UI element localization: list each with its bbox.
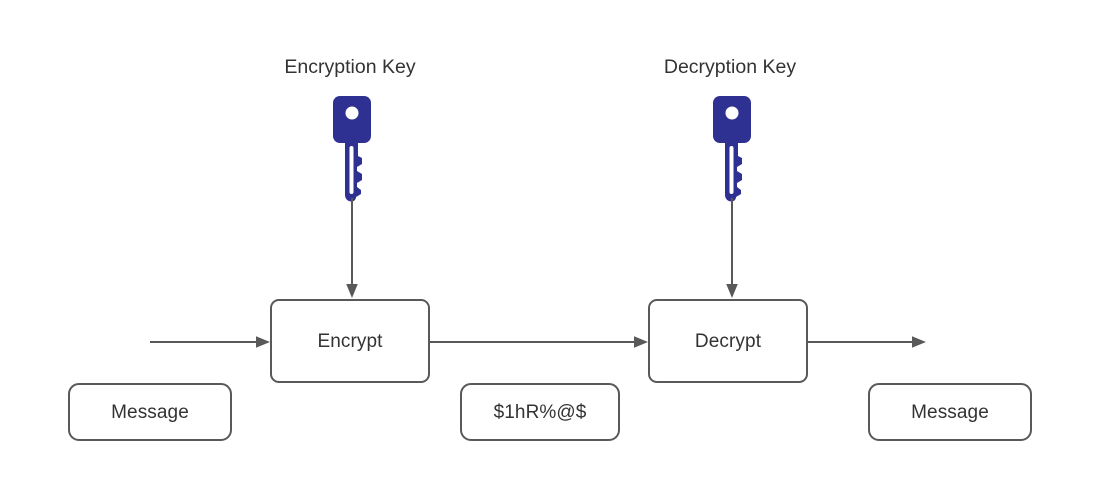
decryption-key-icon	[710, 96, 754, 202]
message-output-box[interactable]: Message	[868, 383, 1032, 441]
edge-plaintext-into-encrypt	[150, 333, 272, 351]
edge-decryption-key-into-decrypt	[723, 198, 741, 300]
message-input-label: Message	[111, 401, 189, 423]
message-input-box[interactable]: Message	[68, 383, 232, 441]
encrypt-box[interactable]: Encrypt	[270, 299, 430, 383]
encrypt-box-label: Encrypt	[317, 330, 383, 352]
encryption-key-icon	[330, 96, 374, 202]
encryption-key-label: Encryption Key	[284, 56, 416, 78]
ciphertext-label: $1hR%@$	[493, 401, 587, 423]
edge-encryption-key-into-encrypt	[343, 198, 361, 300]
decrypt-box[interactable]: Decrypt	[648, 299, 808, 383]
decryption-key-label: Decryption Key	[663, 56, 797, 78]
decrypt-box-label: Decrypt	[694, 330, 762, 352]
key-icon-glyph	[713, 96, 751, 202]
message-output-label: Message	[911, 401, 989, 423]
edge-encrypt-to-decrypt	[430, 333, 650, 351]
edge-decrypt-output	[808, 333, 928, 351]
key-icon-glyph	[333, 96, 371, 202]
ciphertext-box[interactable]: $1hR%@$	[460, 383, 620, 441]
